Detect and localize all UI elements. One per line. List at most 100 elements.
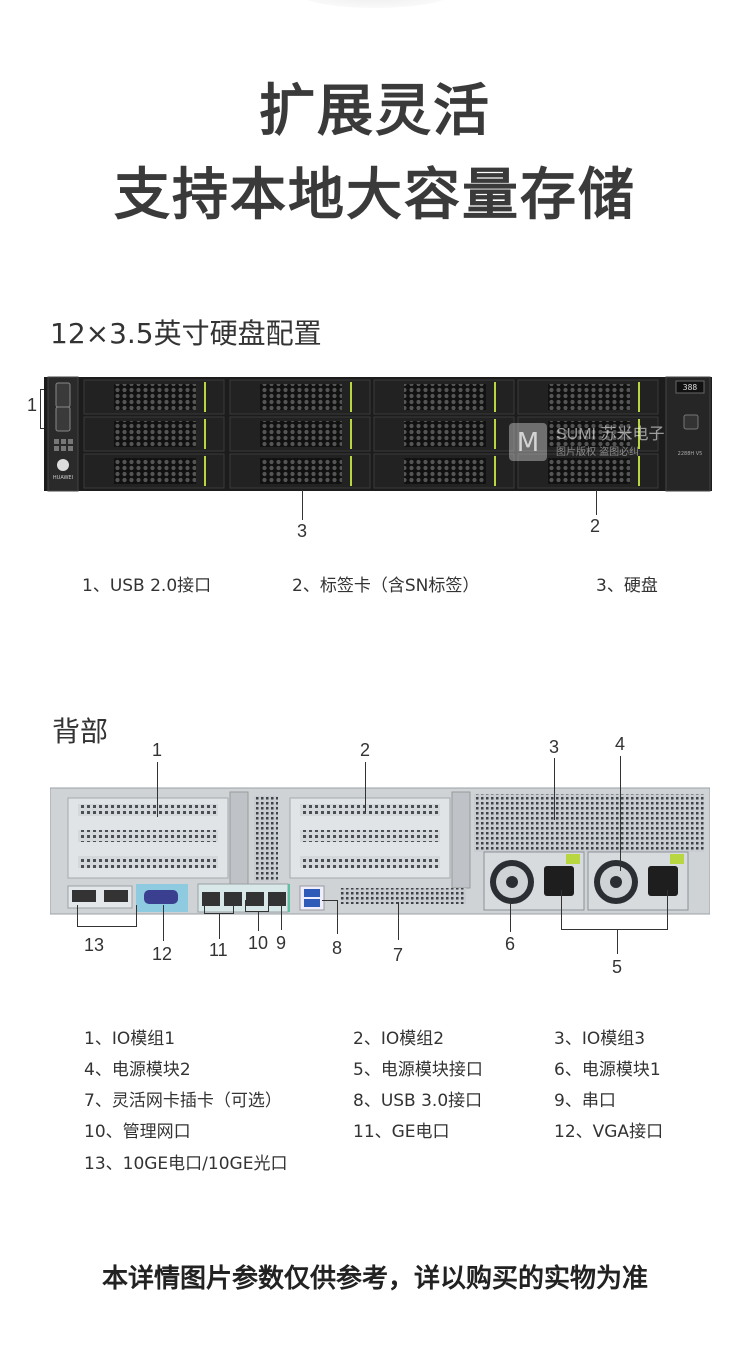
- rear-leader-8: [337, 900, 338, 934]
- drive-bay-mesh: [114, 458, 196, 484]
- rear-section-title: 背部: [52, 715, 109, 748]
- rear-callout-5: 5: [612, 957, 623, 977]
- drive-latch-stripe: [350, 419, 352, 449]
- drive-latch-stripe: [638, 419, 640, 449]
- headline-line2: 支持本地大容量存储: [114, 163, 636, 228]
- bracket-13-base: [77, 926, 137, 927]
- rear-leader-5: [617, 929, 618, 954]
- rear-callout-8: 8: [332, 938, 343, 958]
- bracket-11-left: [204, 900, 205, 914]
- drive-latch-stripe: [204, 382, 206, 412]
- server-front-image: HUAWEI 388 2288H V5 M SUMI 苏米电子 图片版权 盗图必…: [44, 376, 712, 492]
- rear-caption-8: 8、USB 3.0接口: [353, 1091, 483, 1111]
- usb3-port-icon: [304, 889, 320, 897]
- watermark-logo: M: [517, 428, 539, 458]
- rear-caption-2: 2、IO模组2: [353, 1029, 445, 1049]
- rear-caption-11: 11、GE电口: [353, 1122, 450, 1142]
- rear-caption-10: 10、管理网口: [84, 1122, 191, 1142]
- rear-callout-13: 13: [84, 935, 105, 955]
- drive-bay-mesh: [548, 421, 630, 447]
- drive-bay-mesh: [404, 421, 486, 447]
- drive-latch-stripe: [494, 456, 496, 486]
- ethernet-port-icon: [246, 892, 264, 906]
- bracket-10-base: [245, 911, 269, 912]
- rear-leader-7: [398, 902, 399, 940]
- sfp-port-icon: [104, 890, 128, 902]
- rear-leader-10: [258, 911, 259, 931]
- drive-bay-mesh: [260, 458, 342, 484]
- watermark-sub: 图片版权 盗图必纠: [556, 445, 639, 458]
- ethernet-port-icon: [202, 892, 220, 906]
- power-button-icon: [683, 414, 699, 430]
- rear-leader-6: [510, 900, 511, 932]
- rear-callout-3: 3: [549, 737, 560, 757]
- rear-caption-13: 13、10GE电口/10GE光口: [84, 1154, 288, 1174]
- bracket-10-right: [268, 900, 269, 912]
- rear-callout-2: 2: [360, 740, 371, 760]
- top-shadow: [300, 0, 450, 8]
- brand-label: HUAWEI: [53, 475, 73, 481]
- rear-caption-9: 9、串口: [554, 1091, 616, 1111]
- ethernet-port-icon: [224, 892, 242, 906]
- bracket-13-left: [77, 905, 78, 927]
- drive-latch-stripe: [494, 419, 496, 449]
- rear-callout-10: 10: [248, 933, 269, 953]
- front-leader-2: [596, 490, 597, 515]
- bracket-13-right: [136, 905, 137, 927]
- rear-leader-12: [163, 905, 164, 941]
- vga-port-icon: [144, 890, 178, 904]
- drive-bay-mesh: [114, 421, 196, 447]
- front-callout-1: 1: [27, 395, 38, 415]
- rear-callout-9: 9: [276, 933, 287, 953]
- drive-bay-mesh: [260, 384, 342, 410]
- rear-leader-1: [157, 762, 158, 817]
- psu-2: [587, 851, 689, 911]
- rear-caption-4: 4、电源模块2: [84, 1060, 191, 1080]
- sfp-port-icon: [72, 890, 96, 902]
- psu-1: [483, 851, 585, 911]
- drive-latch-stripe: [638, 382, 640, 412]
- front-bracket-1: [40, 389, 41, 429]
- watermark-main: SUMI 苏米电子: [556, 425, 664, 443]
- server-rear-image: [50, 787, 710, 915]
- drive-bay-mesh: [404, 384, 486, 410]
- usb-port-icon: [55, 382, 71, 408]
- drive-latch-stripe: [204, 456, 206, 486]
- front-caption-2: 2、标签卡（含SN标签）: [292, 576, 480, 596]
- drive-latch-stripe: [350, 456, 352, 486]
- rear-leader-9: [281, 900, 282, 930]
- bracket-5-base: [561, 929, 668, 930]
- rear-leader-8-h: [322, 900, 338, 901]
- rear-callout-12: 12: [152, 944, 173, 964]
- rear-caption-6: 6、电源模块1: [554, 1060, 661, 1080]
- rear-caption-1: 1、IO模组1: [84, 1029, 176, 1049]
- front-callout-2: 2: [590, 516, 601, 536]
- bracket-11-right: [233, 900, 234, 914]
- drive-latch-stripe: [350, 382, 352, 412]
- usb-port-icon: [55, 406, 71, 432]
- rear-leader-11: [219, 913, 220, 939]
- drive-bay-mesh: [548, 458, 630, 484]
- drive-bay-mesh: [260, 421, 342, 447]
- rear-leader-3: [554, 758, 555, 820]
- drive-bay-mesh: [548, 384, 630, 410]
- front-leader-3: [302, 490, 303, 520]
- drive-latch-stripe: [638, 456, 640, 486]
- drive-bay-mesh: [114, 384, 196, 410]
- footer-disclaimer: 本详情图片参数仅供参考，详以购买的实物为准: [101, 1264, 648, 1294]
- lcd-readout: 388: [683, 383, 698, 392]
- model-label: 2288H V5: [678, 451, 703, 457]
- watermark-logo-icon: [509, 423, 547, 461]
- front-section-title: 12×3.5英寸硬盘配置: [50, 317, 322, 350]
- bracket-5-left: [561, 890, 562, 930]
- drive-latch-stripe: [204, 419, 206, 449]
- rear-callout-7: 7: [393, 945, 404, 965]
- rear-callout-1: 1: [152, 740, 163, 760]
- bracket-5-right: [667, 890, 668, 930]
- usb3-port-icon: [304, 899, 320, 907]
- huawei-logo-icon: [57, 459, 69, 471]
- rear-callout-6: 6: [505, 934, 516, 954]
- rear-caption-5: 5、电源模块接口: [353, 1060, 483, 1080]
- ethernet-port-icon: [268, 892, 286, 906]
- front-callout-3: 3: [297, 521, 308, 541]
